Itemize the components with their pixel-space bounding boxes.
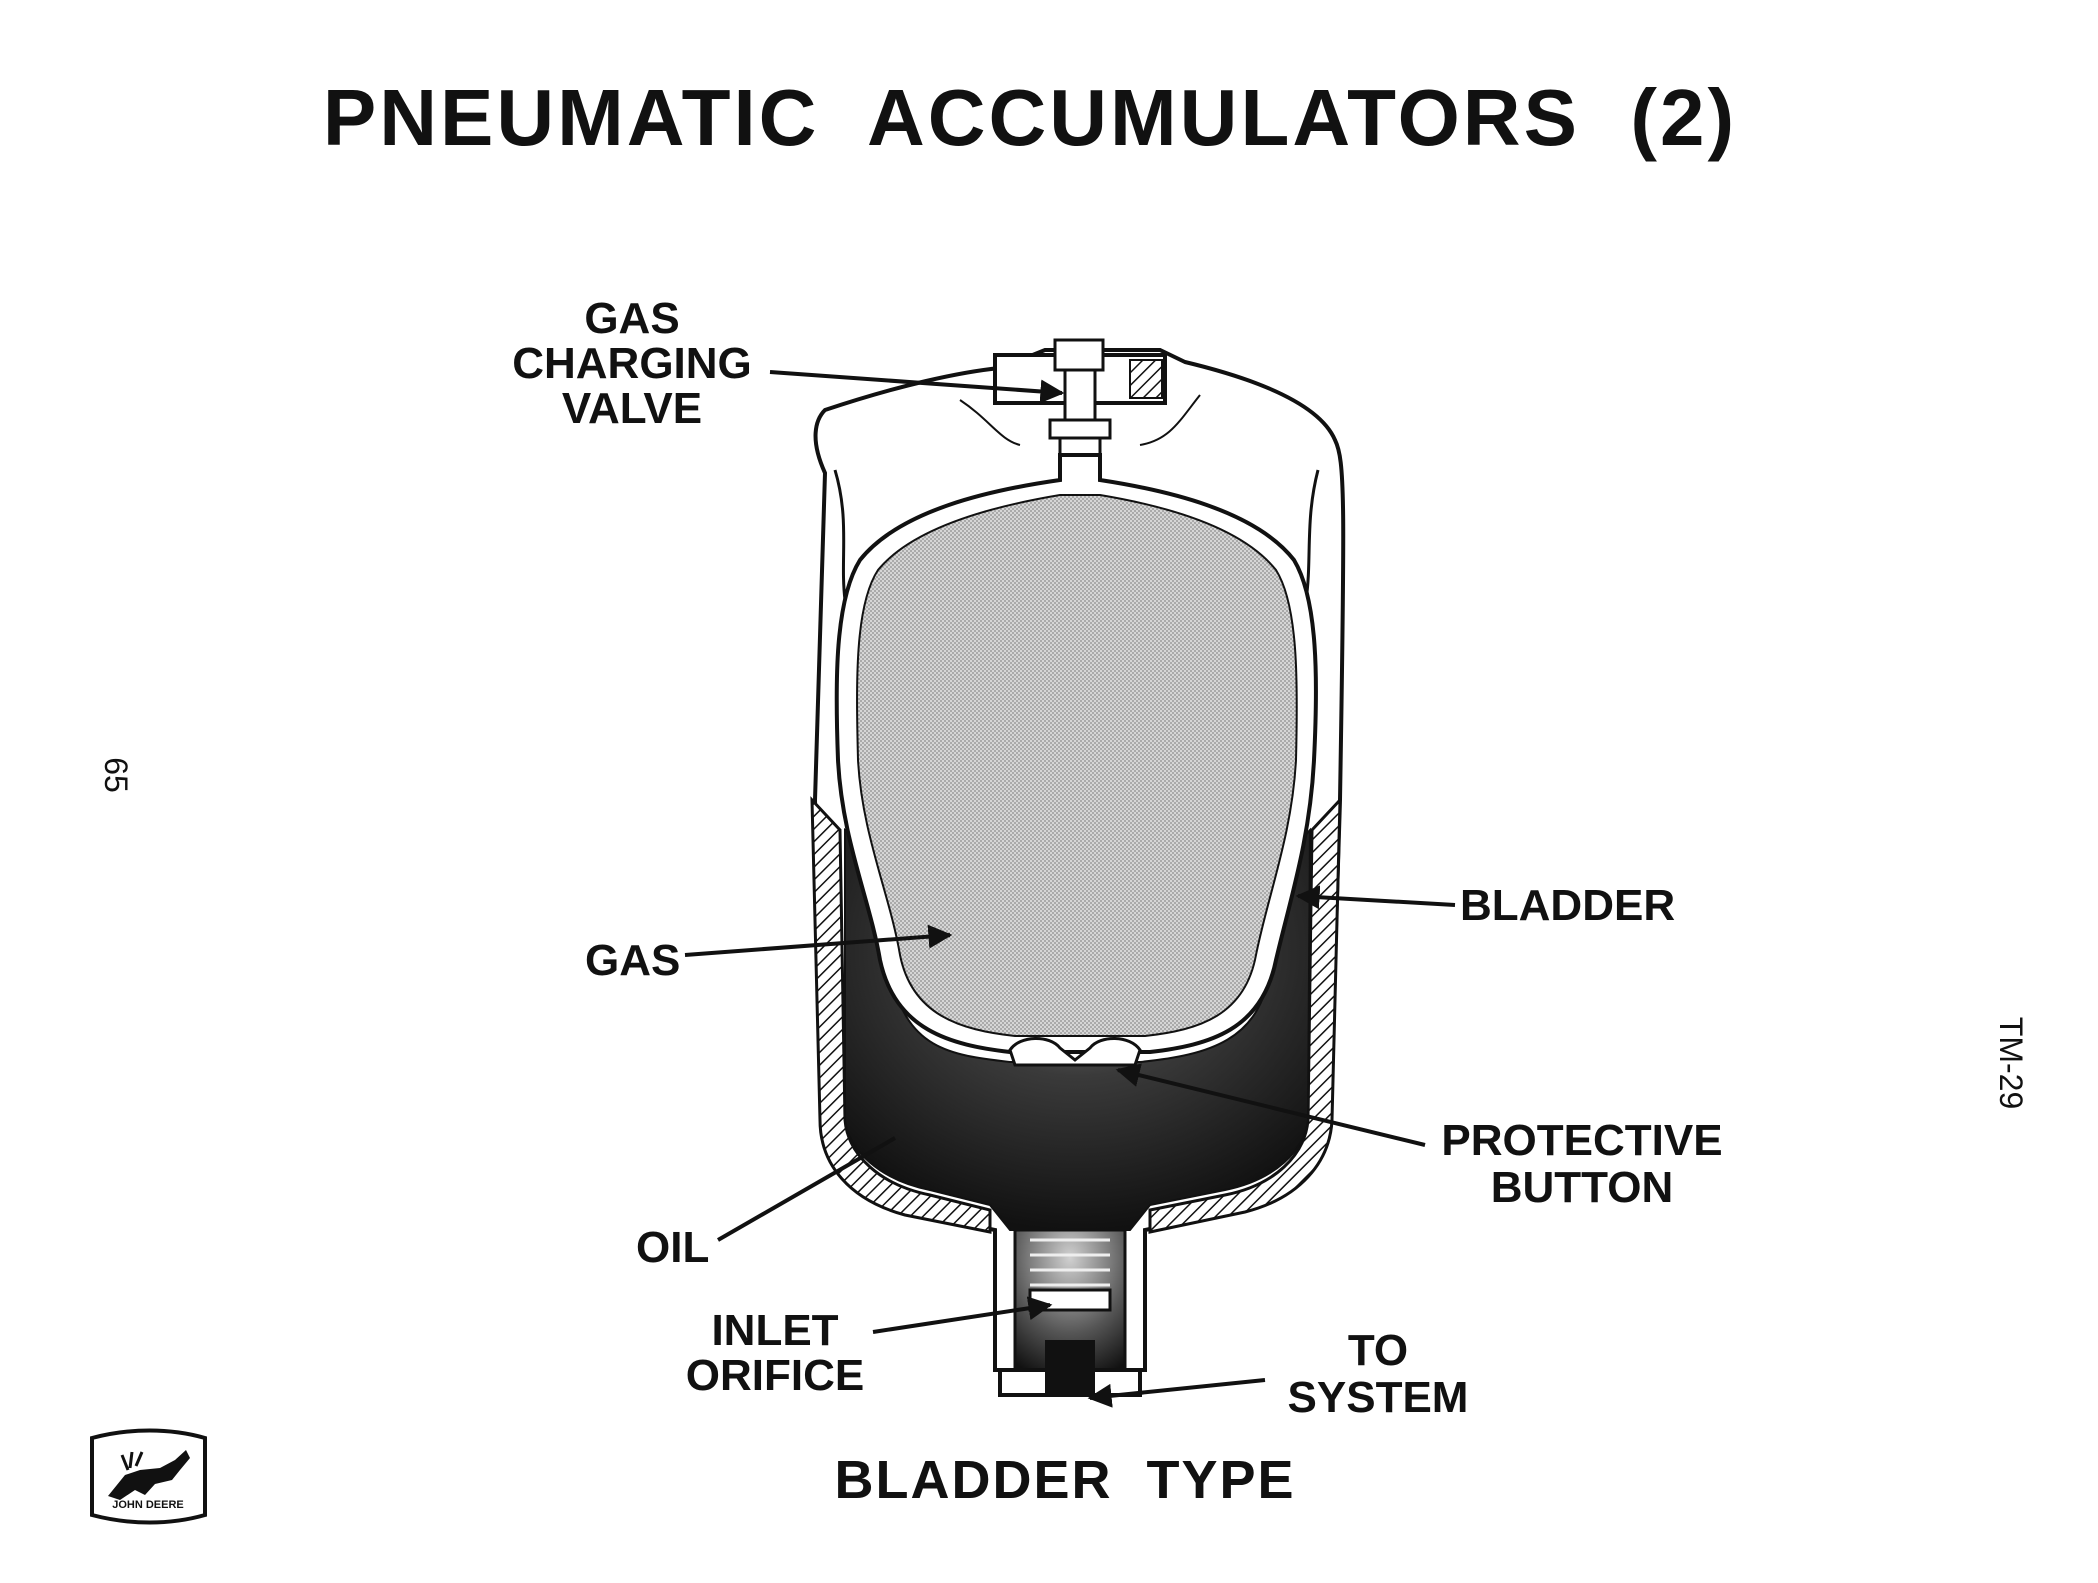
label-oil: OIL — [636, 1223, 709, 1272]
svg-text:BUTTON: BUTTON — [1491, 1163, 1674, 1212]
page-number: 65 — [98, 757, 134, 793]
diagram-caption: BLADDER TYPE — [834, 1450, 1295, 1510]
svg-text:VALVE: VALVE — [562, 384, 702, 433]
leader-gas — [684, 924, 953, 957]
logo-text: JOHN DEERE — [112, 1499, 184, 1511]
leader-to-system — [1087, 1378, 1266, 1408]
gas-region — [856, 494, 1298, 1037]
deer-icon — [108, 1450, 190, 1500]
svg-text:GAS: GAS — [584, 294, 679, 343]
label-inlet-orifice: INLET ORIFICE — [686, 1306, 864, 1400]
svg-text:OIL: OIL — [636, 1223, 709, 1272]
protective-button-shape — [1008, 1037, 1142, 1067]
document-code: TM-29 — [1993, 1017, 2029, 1109]
svg-text:INLET: INLET — [711, 1306, 838, 1355]
svg-text:SYSTEM: SYSTEM — [1288, 1373, 1469, 1422]
leader-lines — [684, 370, 1456, 1408]
svg-text:PROTECTIVE: PROTECTIVE — [1441, 1116, 1722, 1165]
leader-oil — [717, 1136, 896, 1242]
leader-inlet-orifice — [872, 1296, 1053, 1334]
svg-text:CHARGING: CHARGING — [512, 339, 752, 388]
label-bladder: BLADDER — [1460, 881, 1675, 930]
svg-text:BLADDER: BLADDER — [1460, 881, 1675, 930]
svg-text:ORIFICE: ORIFICE — [686, 1351, 864, 1400]
bladder — [834, 453, 1318, 1067]
leader-bladder — [1295, 885, 1456, 910]
label-to-system: TO SYSTEM — [1288, 1326, 1469, 1422]
svg-text:TO: TO — [1348, 1326, 1408, 1375]
label-gas-charging-valve: GAS CHARGING VALVE — [512, 294, 752, 433]
john-deere-logo: JOHN DEERE — [90, 1428, 207, 1525]
label-gas: GAS — [585, 936, 680, 985]
gas-charging-valve-assembly — [993, 338, 1167, 475]
leader-protective-button — [1115, 1063, 1426, 1147]
svg-text:GAS: GAS — [585, 936, 680, 985]
label-protective-button: PROTECTIVE BUTTON — [1441, 1116, 1722, 1212]
leader-gas-charging-valve — [769, 370, 1065, 404]
page-title: PNEUMATIC ACCUMULATORS (2) — [323, 73, 1737, 162]
inlet-port — [998, 1228, 1142, 1397]
